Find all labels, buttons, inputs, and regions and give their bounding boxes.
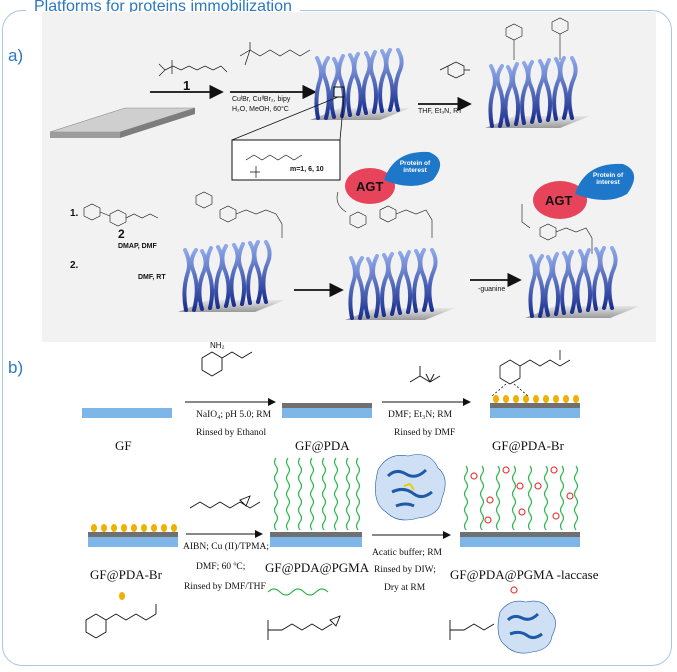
gf-pda-br-substrate-row2 bbox=[88, 524, 178, 547]
protein-of-interest-1 bbox=[384, 151, 441, 186]
pgma-chain-legend bbox=[267, 588, 329, 596]
row2-step2-cond2: Rinsed by DIW; bbox=[374, 565, 436, 575]
protein-of-interest-2 bbox=[575, 163, 635, 200]
panel-b-label: b) bbox=[8, 358, 24, 377]
initiator-structure bbox=[85, 604, 157, 639]
final-brush-surface bbox=[521, 204, 640, 318]
dopamine-molecule bbox=[201, 351, 253, 377]
step3-conditions-2: DMF, RT bbox=[138, 274, 166, 281]
row1-step2-cond2: Rinsed by DMF bbox=[394, 428, 456, 438]
benzylguanine-brush-surface bbox=[178, 191, 285, 312]
step3-conditions-1: DMAP, DMF bbox=[118, 243, 157, 250]
inset-structure bbox=[231, 96, 345, 181]
step3-reagent-2: 2. bbox=[70, 260, 79, 271]
label-gf-pda-pgma-laccase: GF@PDA@PGMA -laccase bbox=[450, 567, 599, 582]
label-gf-pda-br: GF@PDA-Br bbox=[492, 438, 564, 453]
row2-step2-cond3: Dry at RM bbox=[384, 583, 426, 593]
agt-label-1: AGT bbox=[356, 179, 384, 194]
label-gf: GF bbox=[115, 438, 132, 453]
agt-brush-surface bbox=[336, 191, 455, 320]
laccase-protein bbox=[375, 454, 446, 521]
chloroformate-reagent bbox=[439, 61, 470, 79]
figure-frame bbox=[2, 10, 672, 666]
pgma-repeat-structure bbox=[267, 615, 341, 640]
agt-protein-2 bbox=[533, 181, 587, 219]
polymer-brush-surface-1 bbox=[310, 48, 410, 120]
inset-m-values: m=1, 6, 10 bbox=[290, 166, 324, 173]
amine-label: NH₂ bbox=[210, 341, 225, 350]
gf-pda-pgma-laccase-substrate bbox=[460, 465, 580, 547]
step1-conditions-line2: H₂O, MeOH, 60°C bbox=[232, 106, 289, 113]
initiator-molecule-1 bbox=[158, 60, 228, 77]
step2-conditions: THF, Et₃N, RT bbox=[418, 108, 463, 115]
panel-a-label: a) bbox=[8, 46, 24, 65]
row2-step2-cond1: Acatic buffer; RM bbox=[372, 548, 442, 558]
label-gf-pda-br-row2: GF@PDA-Br bbox=[90, 567, 162, 582]
monomer-molecule bbox=[239, 42, 311, 66]
label-gf-pda-pgma: GF@PDA@PGMA bbox=[265, 560, 370, 575]
gf-pda-substrate bbox=[282, 403, 372, 418]
initiator-dot-legend bbox=[119, 592, 125, 600]
step3-compound-number: 2 bbox=[118, 227, 125, 241]
agt-label-2: AGT bbox=[545, 193, 573, 208]
laccase-attachment-structure bbox=[449, 600, 556, 654]
activated-brush-surface bbox=[485, 17, 590, 128]
row1-step1-cond1: NaIO₄; pH 5.0; RM bbox=[196, 410, 272, 420]
guanine-release-label: -guanine bbox=[478, 286, 506, 293]
bromoisobutyryl-bromide bbox=[409, 366, 441, 383]
row1-step1-cond2: Rinsed by Ethanol bbox=[196, 428, 267, 438]
row2-step1-cond2: DMF; 60 ºC; bbox=[196, 562, 246, 572]
step1-number: 1 bbox=[183, 78, 191, 93]
protein-label-1: Protein of interest bbox=[399, 160, 431, 174]
row1-step2-cond1: DMF; Et₃N; RM bbox=[388, 410, 453, 420]
row2-step1-cond3: Rinsed by DMF/THF bbox=[184, 582, 266, 592]
label-gf-pda: GF@PDA bbox=[295, 438, 350, 453]
step3-reagent-1: 1. bbox=[70, 208, 79, 219]
bare-substrate bbox=[49, 107, 196, 138]
gf-substrate bbox=[82, 408, 172, 418]
laccase-legend bbox=[510, 586, 518, 594]
step1-conditions-line1: CuᴵBr, CuᴵᴵBr₂, bipy bbox=[232, 96, 291, 103]
row2-step1-cond1: AIBN; Cu (II)/TPMA; bbox=[183, 542, 270, 552]
gma-monomer bbox=[189, 495, 261, 509]
benzylguanine-reagent bbox=[83, 203, 159, 227]
agt-protein-1 bbox=[345, 168, 395, 204]
gf-pda-br-substrate bbox=[490, 350, 580, 418]
gf-pda-pgma-substrate bbox=[270, 457, 362, 547]
protein-label-2: Protein of interest bbox=[592, 172, 624, 186]
